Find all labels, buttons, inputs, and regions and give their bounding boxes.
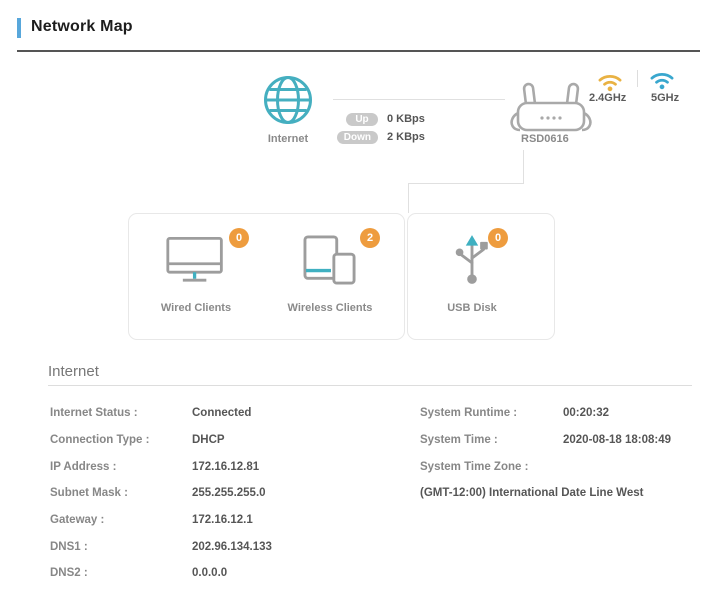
internet-section-title: Internet: [48, 363, 99, 380]
traffic-stats: Up 0 KBps Down 2 KBps: [330, 110, 425, 146]
detail-label: Gateway :: [50, 514, 105, 527]
detail-label: Subnet Mask :: [50, 487, 128, 500]
connection-type-row: Connection Type : DHCP: [50, 427, 400, 454]
detail-value: 255.255.255.0: [192, 487, 266, 500]
wireless-clients-label: Wireless Clients: [287, 302, 373, 314]
detail-value: 0.0.0.0: [192, 567, 228, 580]
usb-disk-node[interactable]: 0 USB Disk: [416, 228, 528, 314]
page-title: Network Map: [31, 18, 133, 35]
band-2_4ghz-label: 2.4GHz: [589, 92, 627, 104]
system-runtime-row: System Runtime : 00:20:32: [420, 400, 712, 427]
detail-label: System Time :: [420, 434, 498, 447]
down-value: 2 KBps: [387, 131, 425, 143]
gateway-row: Gateway : 172.16.12.1: [50, 507, 400, 534]
detail-label: Connection Type :: [50, 434, 150, 447]
wireless-clients-icon: [302, 234, 358, 291]
detail-value: 172.16.12.1: [192, 514, 253, 527]
detail-value: 2020-08-18 18:08:49: [563, 434, 672, 447]
download-row: Down 2 KBps: [330, 128, 425, 146]
internet-details-left: Internet Status : Connected Connection T…: [50, 400, 400, 587]
wired-clients-icon: [165, 235, 227, 290]
detail-value: Connected: [192, 407, 252, 420]
title-divider: [17, 50, 700, 52]
connector-globe-router: [333, 99, 505, 100]
up-value: 0 KBps: [387, 113, 425, 125]
wifi-2_4ghz-icon: [596, 71, 624, 98]
connector-horizontal: [408, 183, 524, 184]
connector-router-down: [523, 150, 524, 184]
detail-label: Internet Status :: [50, 407, 138, 420]
usb-disk-card[interactable]: [407, 213, 555, 340]
usb-disk-count-badge: 0: [488, 228, 508, 248]
subnet-mask-row: Subnet Mask : 255.255.255.0: [50, 480, 400, 507]
internet-globe-icon: [262, 74, 314, 126]
down-pill: Down: [336, 130, 378, 144]
router-name: RSD0616: [521, 133, 569, 145]
wireless-clients-count-badge: 2: [360, 228, 380, 248]
system-time-zone-row: System Time Zone :: [420, 453, 712, 480]
detail-value: DHCP: [192, 434, 225, 447]
detail-value: 202.96.134.133: [192, 540, 272, 553]
detail-value: 172.16.12.81: [192, 460, 260, 473]
detail-label: DNS2 :: [50, 567, 88, 580]
time-zone-value: (GMT-12:00) International Date Line West: [420, 487, 644, 500]
system-time-row: System Time : 2020-08-18 18:08:49: [420, 427, 712, 454]
title-accent-bar: [17, 18, 21, 38]
internet-details-right: System Runtime : 00:20:32 System Time : …: [420, 400, 712, 507]
detail-value: 00:20:32: [563, 407, 610, 420]
internet-section-divider: [48, 385, 692, 386]
connector-to-cards: [408, 183, 409, 213]
dns1-row: DNS1 : 202.96.134.133: [50, 533, 400, 560]
band-divider: [637, 70, 638, 87]
wired-clients-node[interactable]: 0 Wired Clients: [140, 228, 252, 314]
internet-node-label: Internet: [267, 133, 309, 145]
internet-status-row: Internet Status : Connected: [50, 400, 400, 427]
time-zone-value-row: (GMT-12:00) International Date Line West: [420, 480, 712, 507]
ip-address-row: IP Address : 172.16.12.81: [50, 453, 400, 480]
wifi-5ghz-icon: [648, 69, 676, 96]
detail-label: System Time Zone :: [420, 460, 529, 473]
router-icon: [505, 80, 597, 139]
wired-clients-count-badge: 0: [229, 228, 249, 248]
usb-disk-label: USB Disk: [447, 302, 497, 314]
clients-card: [128, 213, 405, 340]
wireless-clients-node[interactable]: 2 Wireless Clients: [274, 228, 386, 314]
detail-label: IP Address :: [50, 460, 117, 473]
detail-label: System Runtime :: [420, 407, 518, 420]
wired-clients-label: Wired Clients: [160, 302, 232, 314]
detail-label: DNS1 :: [50, 540, 88, 553]
up-pill: Up: [346, 112, 378, 126]
dns2-row: DNS2 : 0.0.0.0: [50, 560, 400, 587]
upload-row: Up 0 KBps: [330, 110, 425, 128]
band-5ghz-label: 5GHz: [651, 92, 680, 104]
usb-disk-icon: [450, 233, 494, 292]
